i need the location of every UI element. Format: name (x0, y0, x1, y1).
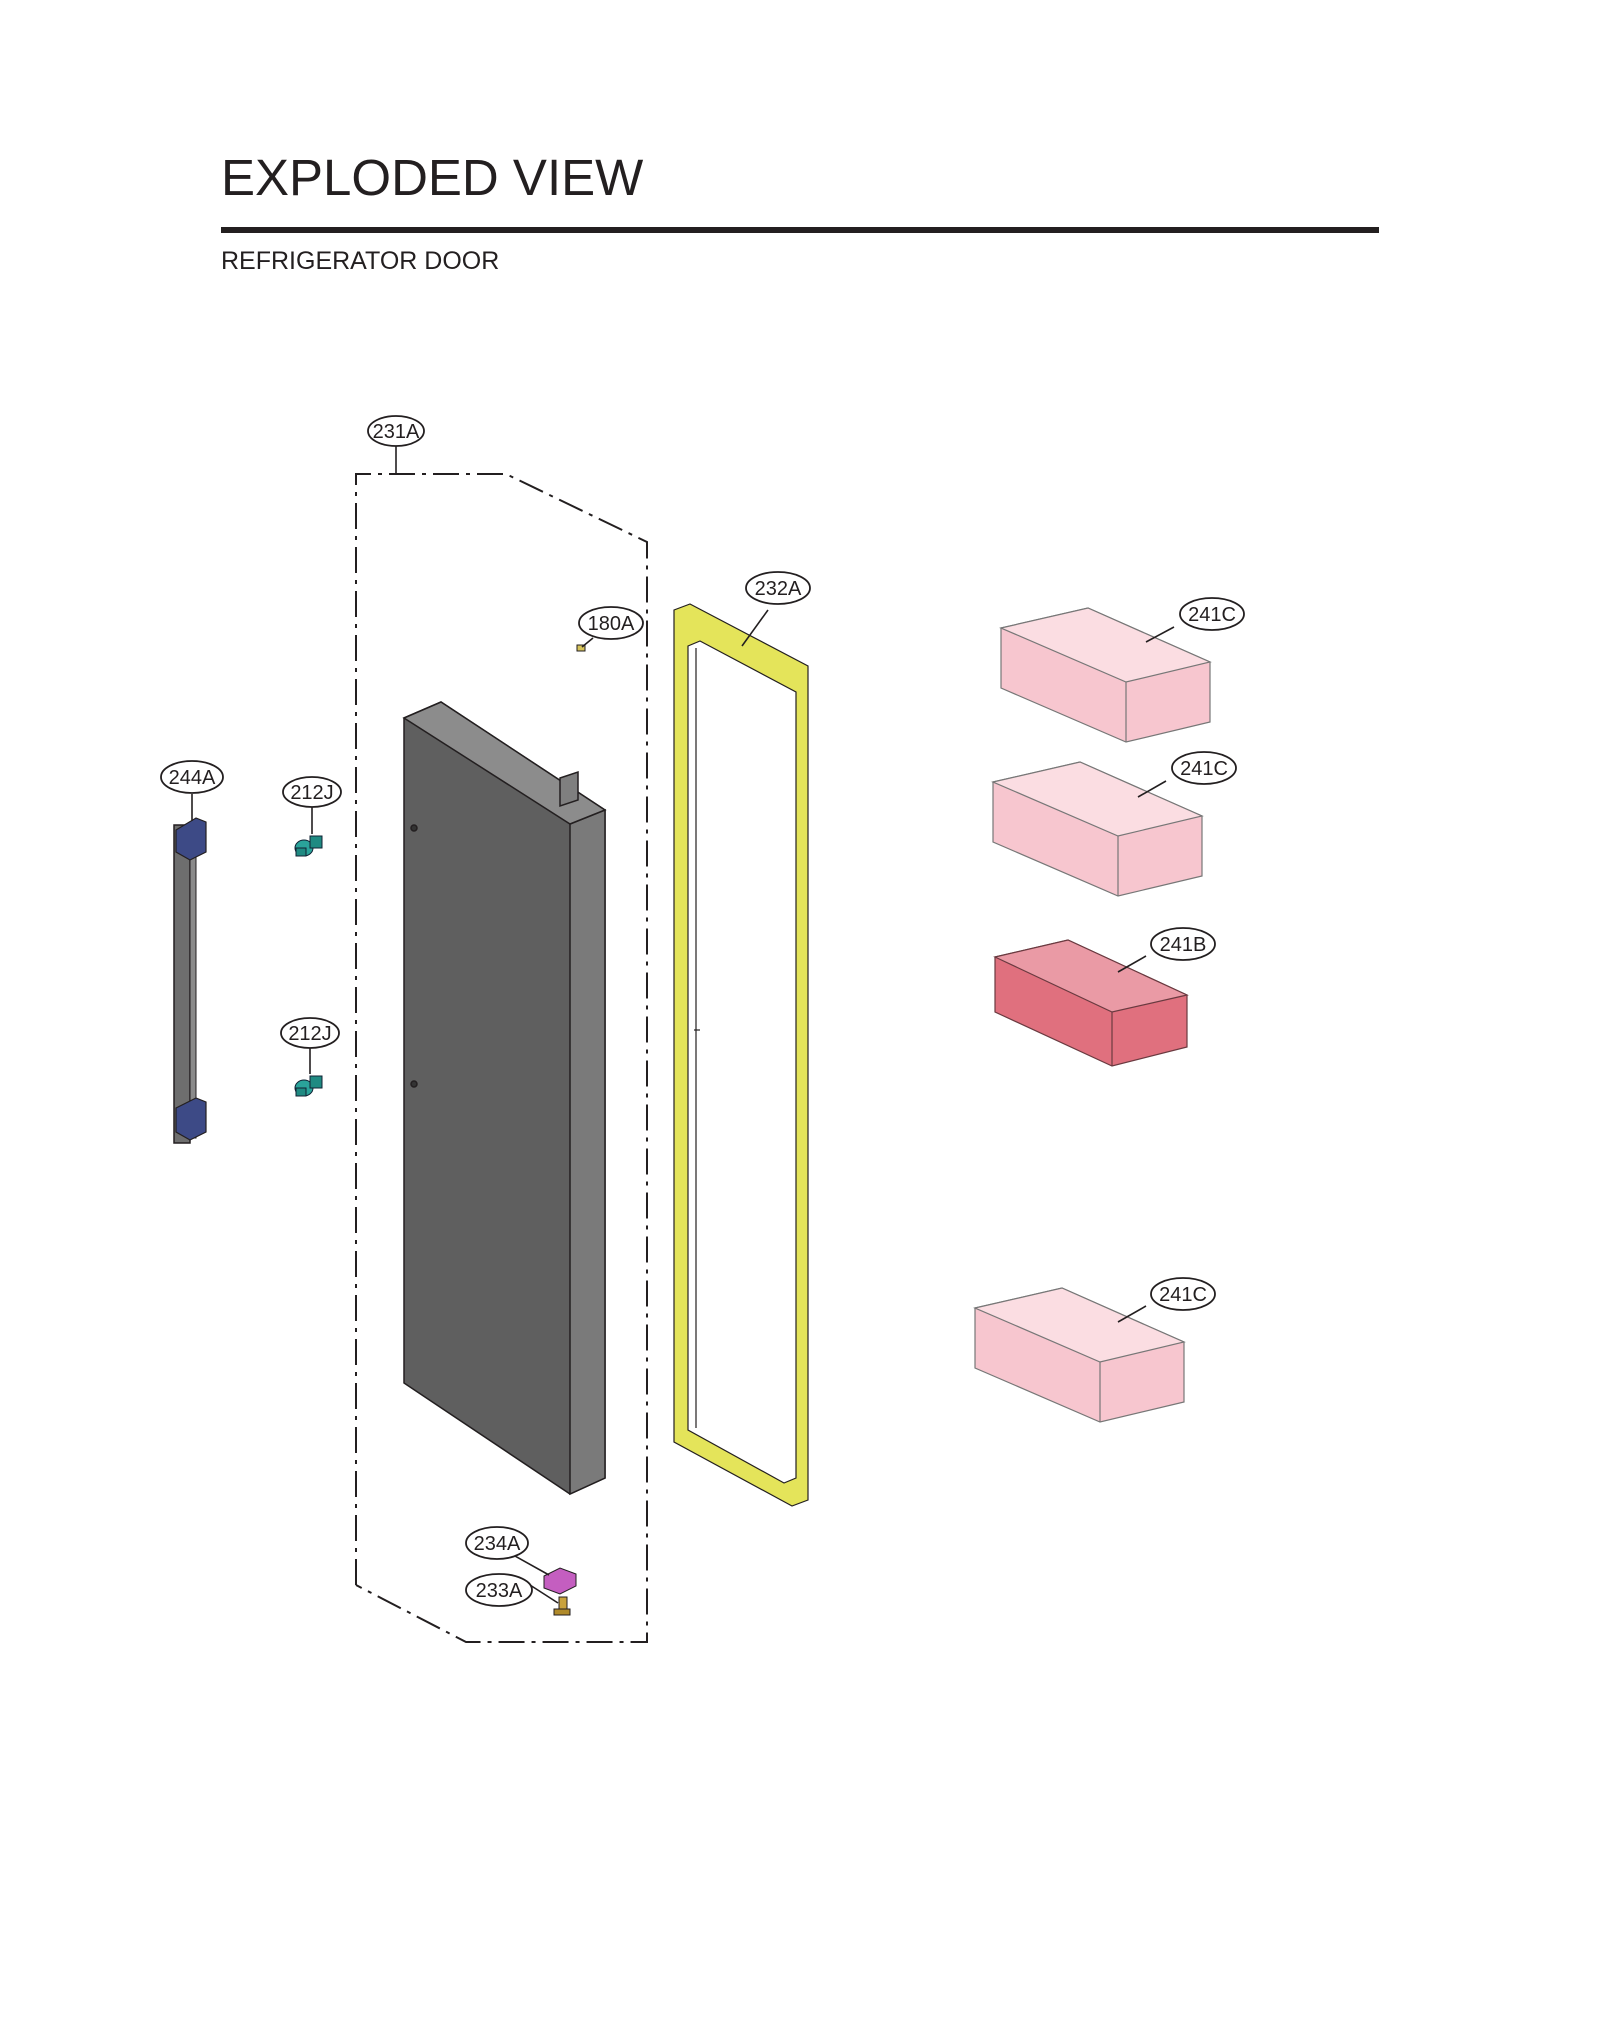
screw-lower (294, 1075, 323, 1097)
svg-text:241C: 241C (1159, 1284, 1207, 1306)
callout-241c-second: 241C (1171, 751, 1237, 785)
title-divider (221, 227, 1379, 233)
svg-text:232A: 232A (755, 578, 802, 600)
callout-232a: 232A (745, 571, 811, 605)
callout-241b: 241B (1150, 927, 1216, 961)
hinge-pin (553, 1596, 571, 1616)
svg-text:241C: 241C (1180, 758, 1228, 780)
svg-text:241B: 241B (1160, 934, 1207, 956)
svg-text:212J: 212J (290, 782, 333, 804)
leader-lines (191, 446, 1175, 1604)
callout-241c-bottom: 241C (1150, 1277, 1216, 1311)
svg-text:244A: 244A (169, 767, 216, 789)
callout-233a: 233A (465, 1573, 533, 1607)
page-title: EXPLODED VIEW (221, 149, 644, 206)
callout-244a: 244A (160, 760, 224, 794)
door-basket-dairy (993, 939, 1189, 1067)
callout-241c-top: 241C (1179, 597, 1245, 631)
door-basket-second (991, 761, 1204, 897)
door-handle (173, 817, 207, 1144)
callout-231a: 231A (367, 415, 425, 447)
assembly-231a-boundary (355, 473, 648, 1643)
callout-212j-lower: 212J (280, 1017, 340, 1049)
callout-234a: 234A (465, 1526, 529, 1560)
page-subtitle: REFRIGERATOR DOOR (221, 247, 500, 275)
hinge-cover (543, 1567, 577, 1595)
callout-212j-upper: 212J (282, 776, 342, 808)
callout-180a: 180A (578, 606, 644, 640)
svg-text:180A: 180A (588, 613, 635, 635)
part-180a (576, 644, 586, 652)
svg-text:241C: 241C (1188, 604, 1236, 626)
svg-text:212J: 212J (288, 1023, 331, 1045)
door-gasket (673, 603, 809, 1507)
door-basket-bottom (973, 1287, 1186, 1423)
door-panel (402, 701, 607, 1496)
door-basket-top (999, 607, 1212, 743)
svg-text:234A: 234A (474, 1533, 521, 1555)
screw-upper (294, 835, 323, 857)
svg-text:233A: 233A (476, 1580, 523, 1602)
svg-text:231A: 231A (373, 421, 420, 443)
